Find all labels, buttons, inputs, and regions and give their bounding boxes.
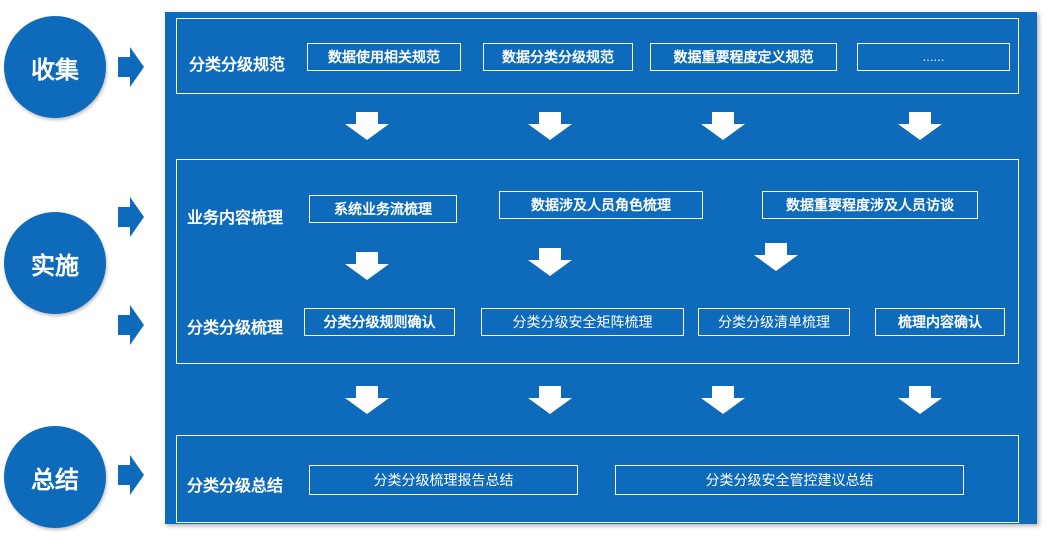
classify-item: 分类分级安全矩阵梳理 xyxy=(481,308,684,336)
arrow-down-icon xyxy=(345,112,389,140)
process-panel: 分类分级规范 数据使用相关规范 数据分类分级规范 数据重要程度定义规范 …… 业… xyxy=(165,12,1037,524)
business-item: 数据重要程度涉及人员访谈 xyxy=(762,191,978,219)
arrow-right-icon xyxy=(118,455,144,495)
stage-summary-label: 总结 xyxy=(31,465,79,494)
summary-row-label: 分类分级总结 xyxy=(187,476,284,495)
business-item: 数据涉及人员角色梳理 xyxy=(499,191,703,219)
arrow-down-icon xyxy=(528,112,572,140)
classify-row-label: 分类分级梳理 xyxy=(187,318,284,337)
implement-section xyxy=(176,159,1019,364)
classify-item: 梳理内容确认 xyxy=(875,308,1005,336)
collect-item: 数据使用相关规范 xyxy=(307,43,461,71)
arrow-right-icon xyxy=(118,47,144,87)
business-item: 系统业务流梳理 xyxy=(309,195,457,223)
stage-collect-circle: 收集 xyxy=(4,16,106,118)
arrow-down-icon xyxy=(701,112,745,140)
classify-item: 分类分级规则确认 xyxy=(304,308,455,336)
arrow-right-icon xyxy=(118,305,144,345)
stage-implement-label: 实施 xyxy=(31,251,79,280)
arrow-down-icon xyxy=(528,248,572,276)
arrow-down-icon xyxy=(345,252,389,280)
arrow-down-icon xyxy=(754,243,798,271)
arrow-down-icon xyxy=(528,386,572,414)
summary-item: 分类分级安全管控建议总结 xyxy=(615,465,964,495)
arrow-down-icon xyxy=(701,386,745,414)
arrow-right-icon xyxy=(118,197,144,237)
collect-row-label: 分类分级规范 xyxy=(189,55,286,74)
stage-collect-label: 收集 xyxy=(31,55,79,84)
summary-section xyxy=(176,435,1019,523)
collect-item: 数据分类分级规范 xyxy=(483,43,633,71)
arrow-down-icon xyxy=(898,112,942,140)
collect-section xyxy=(176,18,1019,94)
business-row-label: 业务内容梳理 xyxy=(187,208,284,227)
classify-item: 分类分级清单梳理 xyxy=(698,308,850,336)
summary-item: 分类分级梳理报告总结 xyxy=(309,465,578,495)
collect-item: …… xyxy=(857,43,1010,71)
stage-summary-circle: 总结 xyxy=(4,426,106,528)
stage-implement-circle: 实施 xyxy=(4,212,106,314)
collect-item: 数据重要程度定义规范 xyxy=(650,43,837,71)
arrow-down-icon xyxy=(898,386,942,414)
arrow-down-icon xyxy=(345,386,389,414)
